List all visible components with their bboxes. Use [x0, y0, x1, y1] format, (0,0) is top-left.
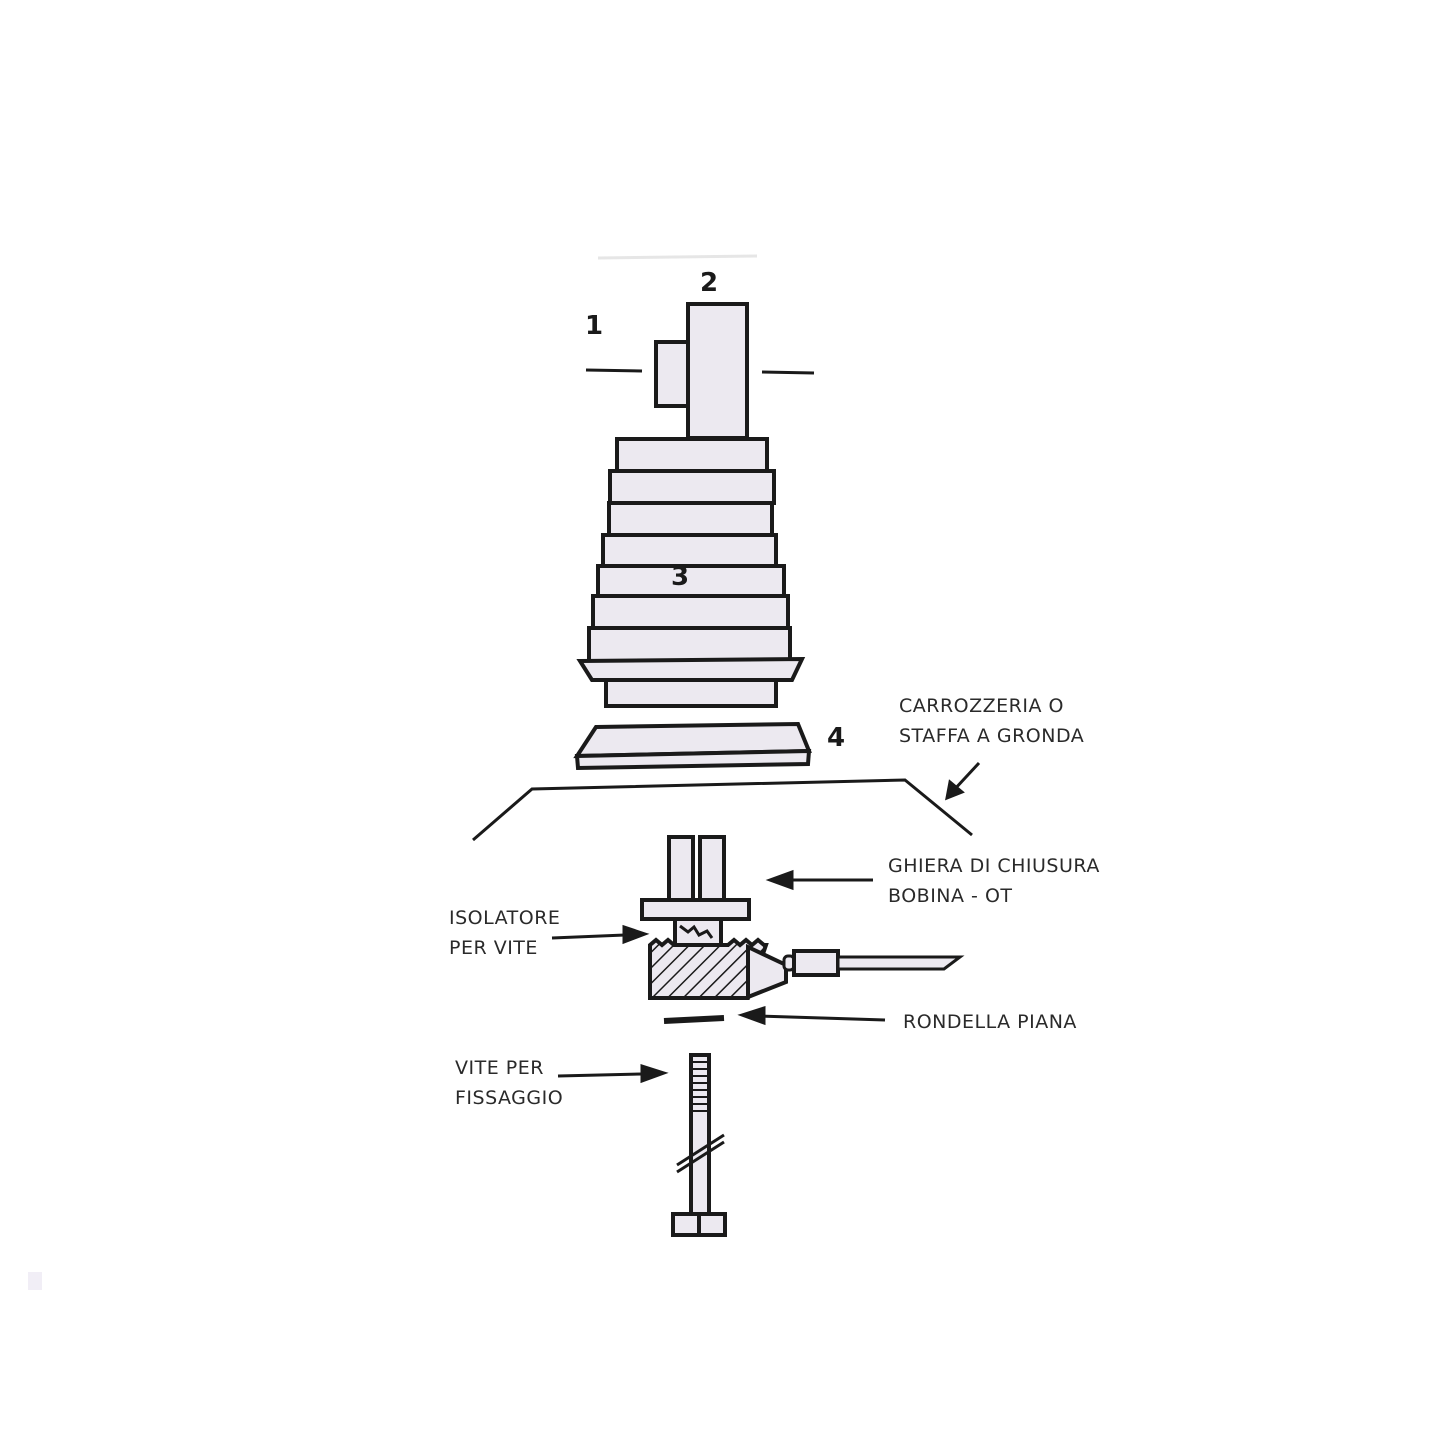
insulator-and-base-part [648, 917, 965, 1000]
flat-washer-part [663, 1015, 725, 1024]
arrow-screw [557, 1063, 669, 1084]
whip-mount-part [654, 302, 749, 440]
callout-body-line1: CARROZZERIA O [899, 695, 1064, 717]
arrow-washer [737, 1005, 886, 1026]
ring-nut-part [640, 835, 751, 921]
base-gasket-part [573, 721, 812, 771]
arrow-ring-nut [765, 869, 873, 891]
part-number-4: 4 [827, 723, 846, 753]
arrow-body [945, 761, 981, 801]
car-body-gutter-line [472, 778, 973, 842]
part-number-3: 3 [671, 562, 690, 592]
callout-insulator: ISOLATORE PER VITE [449, 903, 560, 963]
callout-insulator-line2: PER VITE [449, 937, 538, 959]
callout-insulator-line1: ISOLATORE [449, 907, 561, 929]
callout-ring-nut-line1: GHIERA DI CHIUSURA [888, 855, 1100, 877]
part-number-2: 2 [700, 268, 719, 298]
callout-screw-line2: FISSAGGIO [455, 1087, 564, 1109]
fixing-screw-part [671, 1053, 727, 1237]
callout-screw-line1: VITE PER [455, 1057, 544, 1079]
arrow-insulator [551, 924, 650, 945]
callout-body: CARROZZERIA O STAFFA A GRONDA [899, 691, 1084, 751]
callout-body-line2: STAFFA A GRONDA [899, 725, 1085, 747]
coil-housing-part [576, 437, 806, 708]
dashed-reference-lines [585, 368, 815, 375]
callout-washer-line1: RONDELLA PIANA [903, 1011, 1077, 1033]
scan-artifact [28, 1272, 42, 1290]
callout-washer: RONDELLA PIANA [903, 1007, 1077, 1037]
callout-ring-nut-line2: BOBINA - OT [888, 885, 1013, 907]
part-number-1: 1 [585, 311, 604, 341]
callout-screw: VITE PER FISSAGGIO [455, 1053, 563, 1113]
callout-ring-nut: GHIERA DI CHIUSURA BOBINA - OT [888, 851, 1100, 911]
